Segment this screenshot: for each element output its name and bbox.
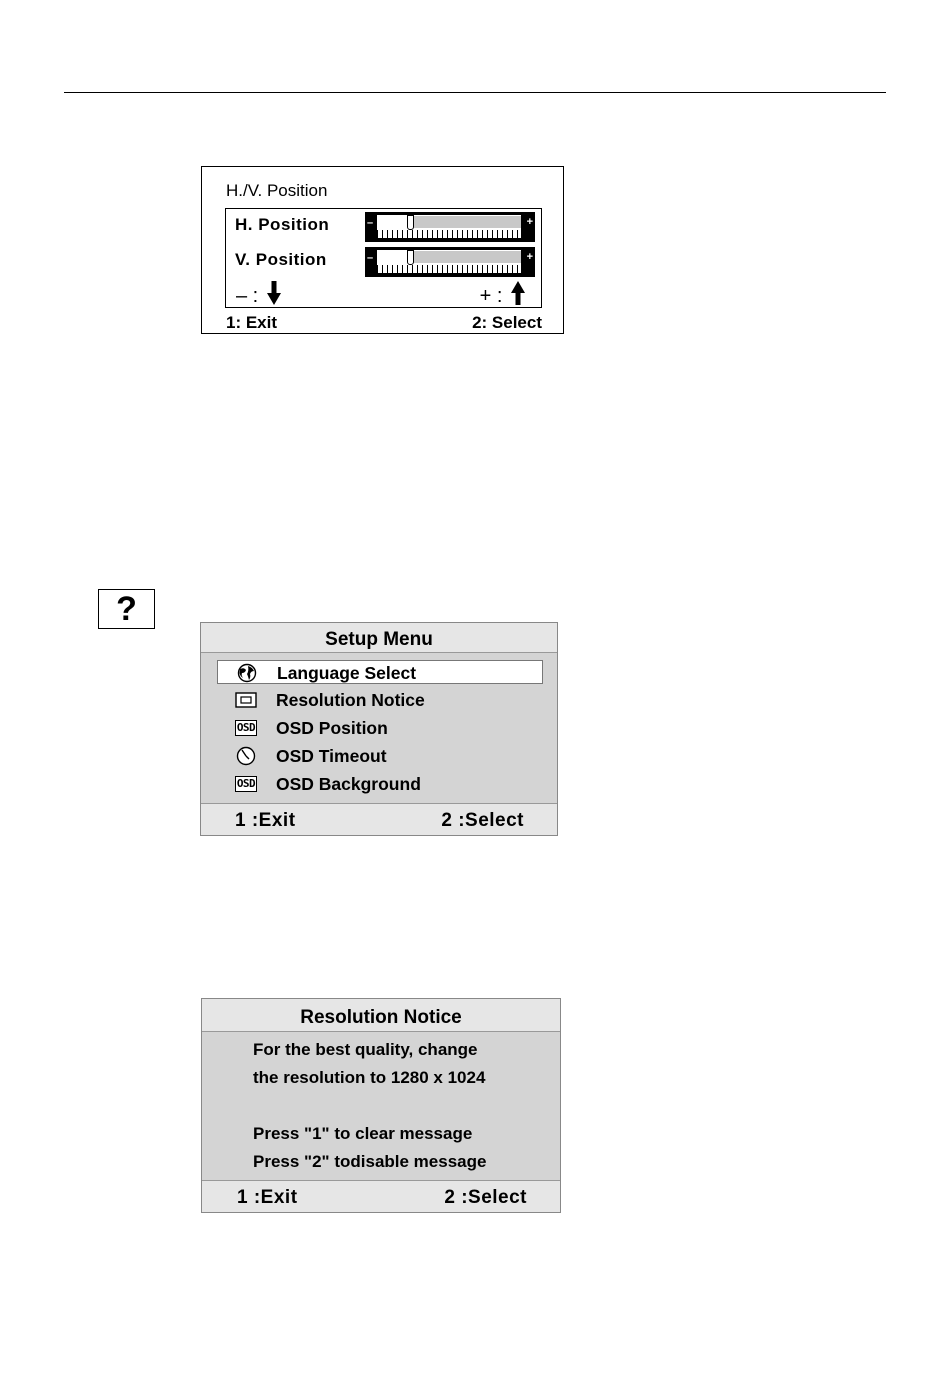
menu-item-label: OSD Background: [276, 774, 421, 794]
monitor-icon: [235, 692, 257, 708]
slider-track: [377, 215, 521, 238]
osd-icon: OSD: [235, 774, 257, 794]
minus-hint: – :: [236, 281, 281, 308]
osd-icon-text: OSD: [235, 720, 257, 736]
h-position-label: H. Position: [235, 215, 330, 234]
setup-menu-title: Setup Menu: [201, 623, 557, 653]
question-mark-icon: ?: [116, 590, 137, 628]
menu-item-label: OSD Timeout: [276, 746, 387, 766]
plus-hint-label: + :: [479, 285, 503, 307]
exit-button[interactable]: 1 :Exit: [237, 1187, 298, 1208]
resolution-notice-title: Resolution Notice: [202, 999, 560, 1032]
select-button[interactable]: 2 :Select: [441, 810, 524, 831]
menu-item-osd-position[interactable]: OSD OSD Position: [217, 716, 543, 740]
setup-menu-osd: Setup Menu Language Select Resolution No…: [200, 622, 558, 836]
slider-minus-label: –: [367, 252, 374, 264]
osd-icon: OSD: [235, 718, 257, 738]
slider-plus-label: +: [526, 216, 533, 228]
resolution-notice-osd: Resolution Notice For the best quality, …: [201, 998, 561, 1213]
resolution-notice-footer: 1 :Exit 2 :Select: [202, 1180, 560, 1212]
setup-menu-footer: 1 :Exit 2 :Select: [201, 803, 557, 835]
menu-item-label: Resolution Notice: [276, 690, 425, 710]
hv-position-osd: H./V. Position H. Position – + V. Positi…: [201, 166, 564, 334]
menu-item-language-select[interactable]: Language Select: [217, 660, 543, 684]
page-header-rule: [64, 92, 886, 93]
slider-fill: [414, 251, 521, 263]
select-button[interactable]: 2 :Select: [444, 1187, 527, 1208]
menu-item-resolution-notice[interactable]: Resolution Notice: [217, 688, 543, 712]
slider-ticks: [377, 230, 521, 238]
hv-position-title: H./V. Position: [226, 181, 328, 200]
clock-icon: [236, 746, 256, 766]
notice-message-line: Press "2" todisable message: [253, 1152, 487, 1171]
minus-hint-label: – :: [236, 285, 259, 307]
slider-minus-label: –: [367, 217, 374, 229]
slider-fill: [414, 216, 521, 228]
slider-track: [377, 250, 521, 273]
osd-icon-text: OSD: [235, 776, 257, 792]
slider-plus-label: +: [526, 251, 533, 263]
slider-ticks: [377, 265, 521, 273]
exit-button[interactable]: 1 :Exit: [235, 810, 296, 831]
h-position-slider[interactable]: – +: [365, 212, 535, 242]
notice-message-line: the resolution to 1280 x 1024: [253, 1068, 486, 1087]
arrow-up-icon: [511, 281, 525, 305]
v-position-slider[interactable]: – +: [365, 247, 535, 277]
globe-icon: [237, 663, 257, 683]
menu-item-osd-background[interactable]: OSD OSD Background: [217, 772, 543, 796]
exit-button[interactable]: 1: Exit: [226, 313, 278, 332]
v-position-label: V. Position: [235, 250, 327, 269]
select-button[interactable]: 2: Select: [472, 313, 542, 332]
arrow-down-icon: [266, 281, 281, 305]
notice-message-line: For the best quality, change: [253, 1040, 478, 1059]
plus-hint: + :: [480, 281, 525, 308]
notice-message-line: Press "1" to clear message: [253, 1124, 473, 1143]
help-icon: ?: [98, 589, 155, 629]
menu-item-osd-timeout[interactable]: OSD Timeout: [217, 744, 543, 768]
slider-knob[interactable]: [407, 215, 414, 230]
menu-item-label: Language Select: [277, 663, 417, 683]
hv-position-panel: H. Position – + V. Position – + – :: [225, 208, 542, 308]
slider-knob[interactable]: [407, 250, 414, 265]
menu-item-label: OSD Position: [276, 718, 388, 738]
